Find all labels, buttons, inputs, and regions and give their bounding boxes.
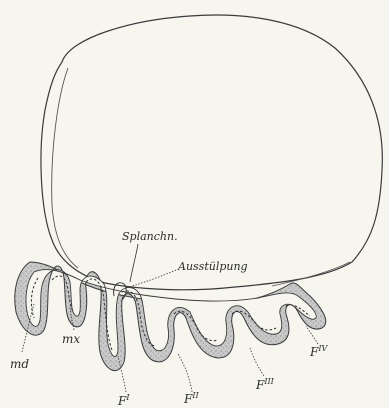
yolk-sac-inner-line-right: [272, 262, 350, 286]
label-f1: FI: [117, 393, 130, 408]
leader-f3: [250, 348, 264, 376]
label-f3: FIII: [255, 377, 275, 392]
label-md: md: [10, 357, 29, 371]
label-mx: mx: [62, 332, 80, 346]
label-splanchn: Splanchn.: [122, 230, 178, 243]
leader-splanchn: [130, 244, 138, 282]
leader-ausstulpung: [126, 270, 176, 288]
label-f4: FIV: [309, 344, 328, 359]
label-ausstulpung: Ausstülpung: [177, 260, 248, 273]
yolk-sac-outline: [41, 15, 382, 290]
leader-f2: [178, 354, 192, 392]
yolk-sac-inner-line: [52, 68, 78, 268]
label-f2: FII: [183, 391, 199, 406]
